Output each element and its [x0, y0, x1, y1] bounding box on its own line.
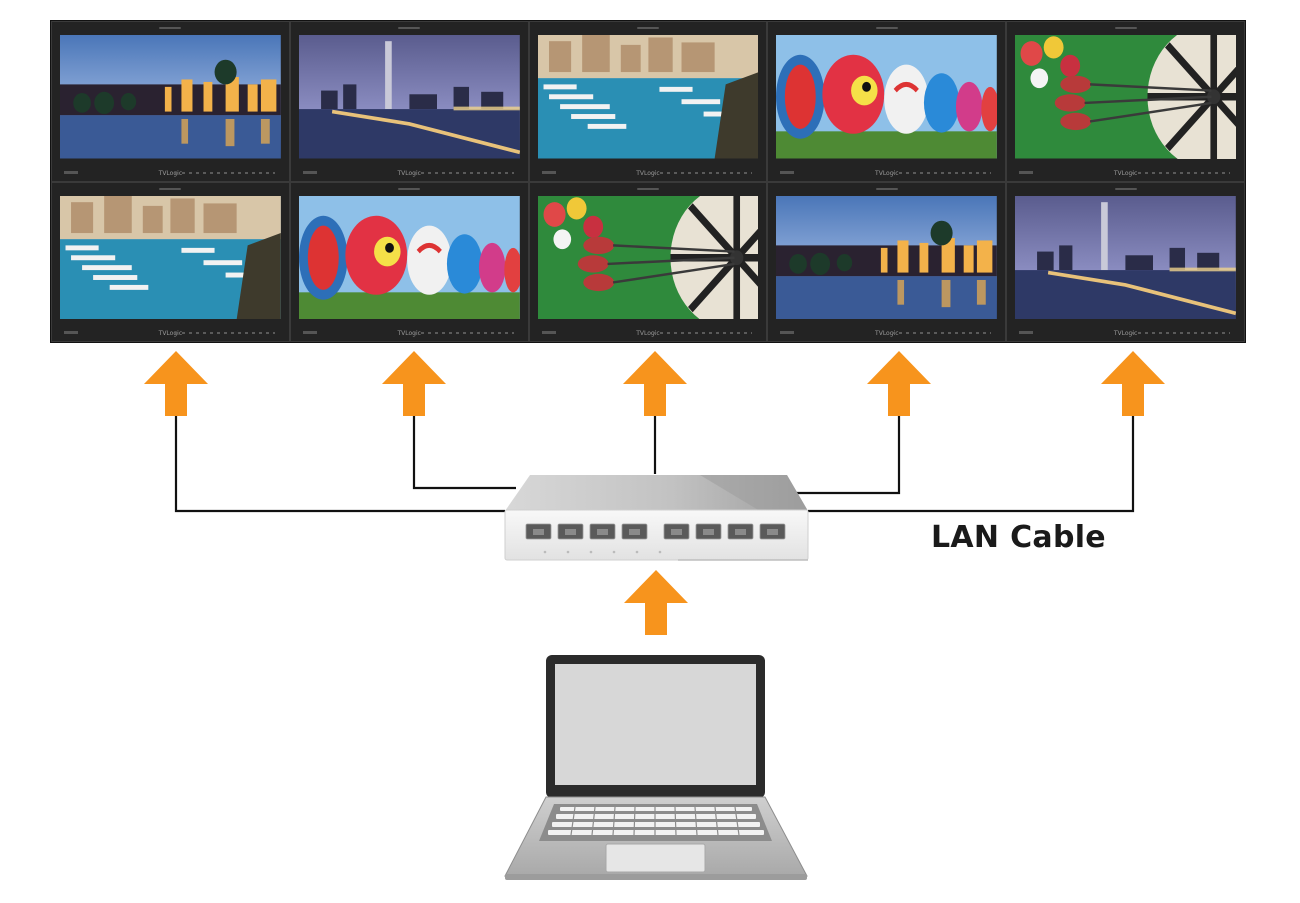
- monitor-bottom-bezel: TVLogic: [299, 165, 520, 177]
- monitor-screen-image: [776, 196, 997, 320]
- arrow-up-icon: [1101, 351, 1165, 416]
- monitor-wall: TVLogic TVLogic TVLogic TVLo: [51, 21, 1245, 342]
- monitor-top-bezel: [60, 25, 281, 31]
- monitor-7: TVLogic: [290, 182, 529, 343]
- monitor-top-bezel: [538, 25, 759, 31]
- status-led-icon: [1019, 331, 1033, 334]
- status-led-icon: [64, 171, 78, 174]
- cable-1: [176, 416, 505, 511]
- monitor-3: TVLogic: [529, 21, 768, 182]
- monitor-5: TVLogic: [1006, 21, 1245, 182]
- monitor-top-bezel: [776, 25, 997, 31]
- arrow-up-icon: [144, 351, 208, 416]
- status-led-icon: [1019, 171, 1033, 174]
- cable-2: [414, 416, 516, 488]
- monitor-top-bezel: [1015, 186, 1236, 192]
- monitor-bottom-bezel: TVLogic: [60, 325, 281, 337]
- status-led-icon: [780, 171, 794, 174]
- monitor-screen-image: [60, 35, 281, 159]
- monitor-top-bezel: [538, 186, 759, 192]
- monitor-bottom-bezel: TVLogic: [1015, 165, 1236, 177]
- cable-4: [790, 416, 899, 493]
- monitor-bottom-bezel: TVLogic: [776, 325, 997, 337]
- monitor-6: TVLogic: [51, 182, 290, 343]
- monitor-top-bezel: [776, 186, 997, 192]
- arrow-up-icon: [867, 351, 931, 416]
- monitor-controls: [892, 332, 991, 334]
- laptop-icon: [505, 655, 807, 880]
- monitor-screen-image: [538, 35, 759, 159]
- monitor-1: TVLogic: [51, 21, 290, 182]
- status-led-icon: [64, 331, 78, 334]
- monitor-controls: [175, 332, 274, 334]
- monitor-top-bezel: [299, 186, 520, 192]
- monitor-bottom-bezel: TVLogic: [299, 325, 520, 337]
- status-led-icon: [780, 331, 794, 334]
- status-led-icon: [303, 331, 317, 334]
- monitor-top-bezel: [1015, 25, 1236, 31]
- monitor-controls: [414, 332, 513, 334]
- monitor-bottom-bezel: TVLogic: [1015, 325, 1236, 337]
- monitor-bottom-bezel: TVLogic: [538, 325, 759, 337]
- monitor-bottom-bezel: TVLogic: [60, 165, 281, 177]
- lan-cable-label: LAN Cable: [931, 520, 1106, 555]
- cable-5: [808, 416, 1133, 511]
- monitor-screen-image: [538, 196, 759, 320]
- monitor-screen-image: [1015, 35, 1236, 159]
- monitor-controls: [653, 172, 752, 174]
- monitor-top-bezel: [60, 186, 281, 192]
- upload-arrows: [144, 351, 1165, 635]
- monitor-controls: [175, 172, 274, 174]
- monitor-screen-image: [776, 35, 997, 159]
- arrow-up-icon: [623, 351, 687, 416]
- monitor-10: TVLogic: [1006, 182, 1245, 343]
- monitor-9: TVLogic: [767, 182, 1006, 343]
- monitor-bottom-bezel: TVLogic: [538, 165, 759, 177]
- lan-cables: [176, 416, 1133, 511]
- monitor-controls: [653, 332, 752, 334]
- monitor-bottom-bezel: TVLogic: [776, 165, 997, 177]
- network-switch-icon: [505, 475, 808, 560]
- monitor-top-bezel: [299, 25, 520, 31]
- monitor-controls: [414, 172, 513, 174]
- status-led-icon: [303, 171, 317, 174]
- arrow-up-icon: [624, 570, 688, 635]
- status-led-icon: [542, 331, 556, 334]
- monitor-8: TVLogic: [529, 182, 768, 343]
- status-led-icon: [542, 171, 556, 174]
- monitor-screen-image: [1015, 196, 1236, 320]
- monitor-controls: [892, 172, 991, 174]
- arrow-up-icon: [382, 351, 446, 416]
- monitor-controls: [1131, 172, 1230, 174]
- monitor-screen-image: [299, 35, 520, 159]
- monitor-4: TVLogic: [767, 21, 1006, 182]
- monitor-2: TVLogic: [290, 21, 529, 182]
- monitor-controls: [1131, 332, 1230, 334]
- monitor-screen-image: [60, 196, 281, 320]
- monitor-screen-image: [299, 196, 520, 320]
